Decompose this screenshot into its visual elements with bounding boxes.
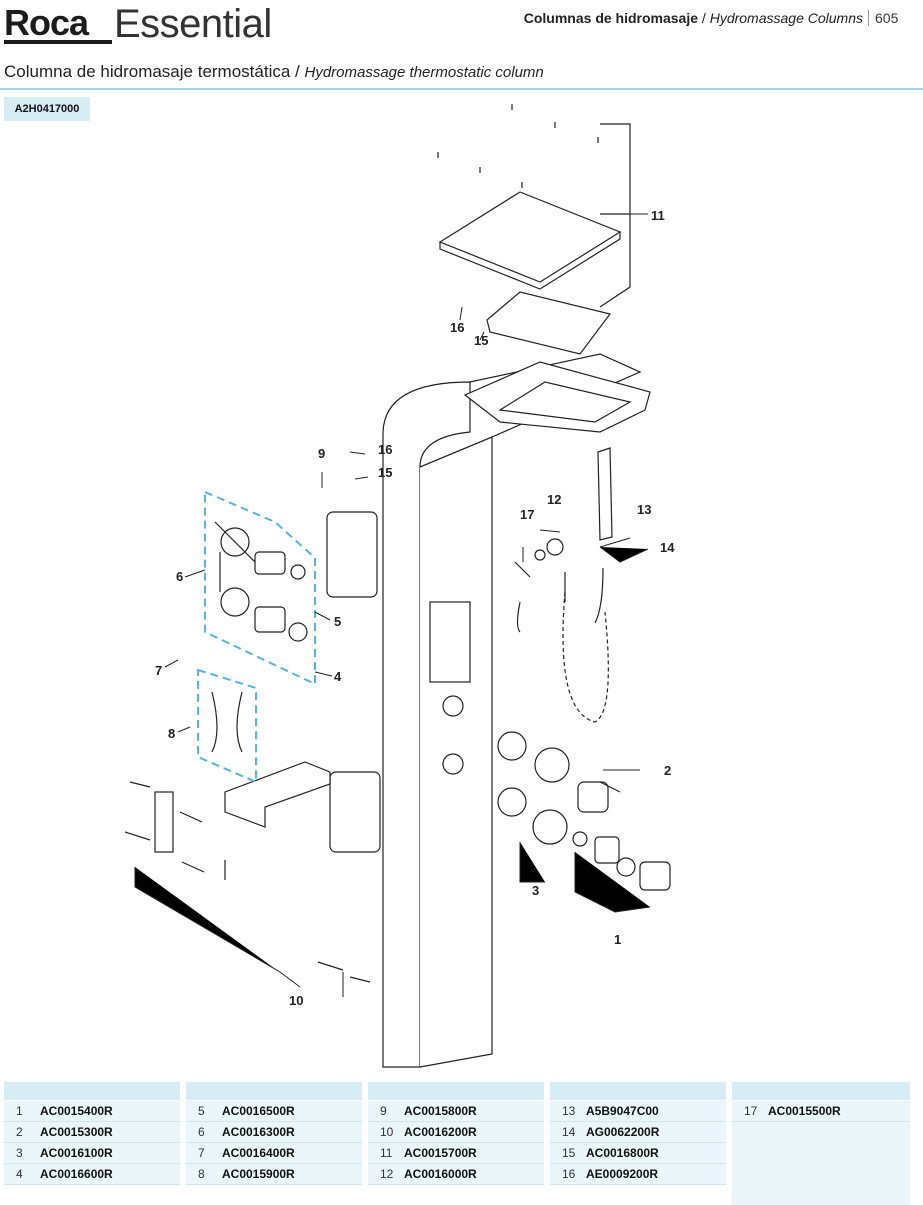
dashed-group-6 <box>204 490 316 686</box>
brand-line-name: Essential <box>114 2 272 46</box>
section-title-es: Columnas de hidromasaje <box>523 10 699 26</box>
page-number: 605 <box>868 10 898 26</box>
section-title-en: Hydromassage Columns <box>709 10 863 26</box>
product-title: Columna de hidromasaje termostática / Hy… <box>4 62 544 82</box>
callout-16-side: 16 <box>378 442 392 457</box>
callout-8: 8 <box>168 726 175 741</box>
callout-3: 3 <box>532 883 539 898</box>
callout-17: 17 <box>520 507 534 522</box>
side-jet-upper <box>326 511 378 598</box>
column-body <box>382 381 471 1068</box>
knob-upper <box>442 695 464 717</box>
callout-6: 6 <box>176 569 183 584</box>
dashed-group-8 <box>197 668 257 784</box>
product-title-en: Hydromassage thermostatic column <box>304 64 544 81</box>
brand-logo-underline <box>4 40 112 44</box>
callout-9: 9 <box>318 446 325 461</box>
callout-15-side: 15 <box>378 465 392 480</box>
product-code-badge: A2H0417000 <box>4 97 90 121</box>
product-title-es: Columna de hidromasaje termostática <box>4 62 291 81</box>
callout-11: 11 <box>651 208 665 223</box>
callout-14: 14 <box>660 540 675 555</box>
callout-13: 13 <box>637 502 651 517</box>
callout-5: 5 <box>334 614 341 629</box>
callout-1: 1 <box>614 932 621 947</box>
callout-16-top: 16 <box>450 320 464 335</box>
brand-logo: Roca <box>4 2 89 43</box>
exploded-parts-diagram: 11 16 15 9 16 15 6 5 4 7 8 12 13 17 14 2… <box>124 104 675 1068</box>
callout-10: 10 <box>289 993 303 1008</box>
cover-plate <box>486 291 612 355</box>
callout-12: 12 <box>547 492 561 507</box>
callout-2: 2 <box>664 763 671 778</box>
header-rule <box>0 88 923 90</box>
rain-head <box>463 361 651 433</box>
section-title: Columnas de hidromasaje / Hydromassage C… <box>524 10 863 26</box>
column-front <box>419 436 493 1068</box>
page-header: Roca Essential Columnas de hidromasaje /… <box>0 0 923 90</box>
callout-4: 4 <box>334 669 342 684</box>
side-jet-lower <box>329 771 381 853</box>
hand-shower <box>597 447 613 541</box>
callout-15-top: 15 <box>474 333 488 348</box>
product-title-separator: / <box>290 62 305 81</box>
section-separator: / <box>698 10 710 26</box>
top-plate <box>438 191 622 283</box>
callout-7: 7 <box>155 663 162 678</box>
knob-lower <box>442 753 464 775</box>
